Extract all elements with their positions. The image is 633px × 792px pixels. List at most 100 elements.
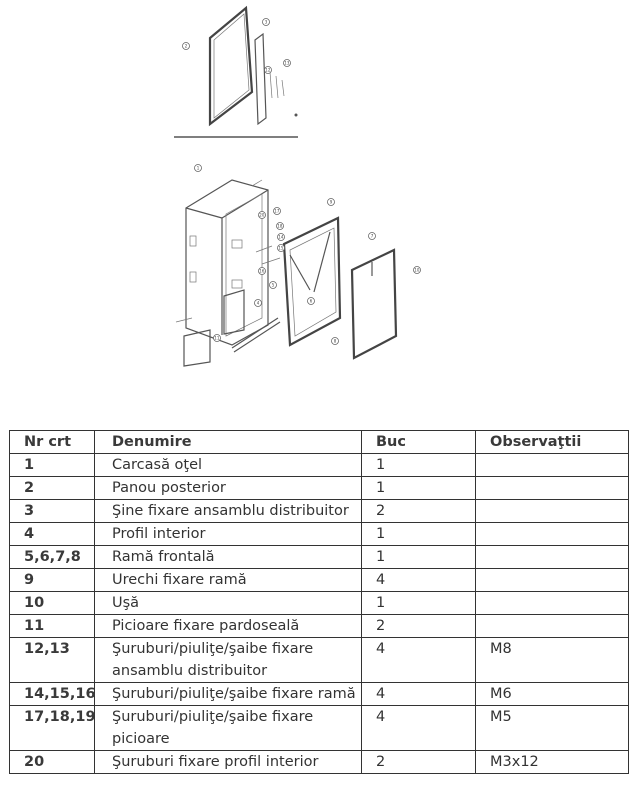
cell-buc: 1 [361,476,476,500]
callout-16: 16 [258,267,266,275]
header-observatii: Observaţtii [475,430,629,454]
svg-text:3: 3 [265,19,268,24]
callout-8: 8 [331,337,339,345]
cell-denumire: Urechi fixare ramă [94,568,362,592]
svg-text:16: 16 [259,268,265,273]
svg-text:5: 5 [272,282,275,287]
svg-text:18: 18 [277,223,283,228]
cell-observatii [475,568,629,592]
svg-text:17: 17 [274,208,280,213]
svg-text:13: 13 [284,60,290,65]
cell-buc: 1 [361,591,476,615]
exploded-view-drawings: 2 3 12 13 1 20 17 18 16 15 14 9 7 10 5 6… [174,5,421,367]
cell-observatii: M5 [475,705,629,751]
header-buc: Buc [361,430,476,454]
callout-15: 15 [277,244,285,252]
cell-nr: 5,6,7,8 [9,545,95,569]
cell-nr: 14,15,16 [9,682,96,706]
cell-buc: 4 [361,682,476,706]
cell-nr: 4 [9,522,95,546]
svg-text:14: 14 [278,234,284,239]
cell-observatii [475,545,629,569]
callout-11: 11 [213,334,221,342]
callout-20: 20 [258,211,266,219]
callout-2: 2 [182,42,190,50]
header-nr-crt: Nr crt [9,430,95,454]
cell-nr: 3 [9,499,95,523]
cell-denumire: Uşă [94,591,362,615]
cell-observatii [475,476,629,500]
bottom-drawing [175,179,398,367]
cell-nr: 2 [9,476,95,500]
cell-buc: 2 [361,499,476,523]
cell-nr: 12,13 [9,637,95,683]
cell-observatii [475,591,629,615]
cell-denumire: Şuruburi/piuliţe/şaibe fixare ansamblu d… [94,637,362,683]
top-drawing [174,5,298,138]
cell-denumire: Şine fixare ansamblu distribuitor [94,499,362,523]
cell-observatii: M8 [475,637,629,683]
svg-text:8: 8 [334,338,337,343]
cell-buc: 4 [361,705,476,751]
cell-buc: 4 [361,637,476,683]
cell-nr: 20 [9,750,95,774]
cell-nr: 11 [9,614,95,638]
cell-nr: 17,18,19 [9,705,96,751]
svg-text:11: 11 [214,335,220,340]
cell-observatii [475,614,629,638]
cell-buc: 1 [361,522,476,546]
callout-10: 10 [413,266,421,274]
callout-14: 14 [277,233,285,241]
table-header-row: Nr crt Denumire Buc Observaţtii [9,430,629,454]
callout-13: 13 [283,59,291,67]
cell-denumire: Panou posterior [94,476,362,500]
cell-denumire: Carcasă oţel [94,453,362,477]
cell-observatii [475,522,629,546]
cell-buc: 2 [361,750,476,774]
cell-buc: 1 [361,453,476,477]
callout-3: 3 [262,18,270,26]
header-denumire: Denumire [94,430,362,454]
svg-text:6: 6 [310,298,313,303]
cell-nr: 1 [9,453,95,477]
cell-observatii [475,499,629,523]
cell-denumire: Picioare fixare pardoseală [94,614,362,638]
callout-4: 4 [254,299,262,307]
svg-text:2: 2 [185,43,188,48]
cell-denumire: Şuruburi/piuliţe/şaibe fixare ramă [94,682,362,706]
cell-buc: 2 [361,614,476,638]
cell-denumire: Şuruburi fixare profil interior [94,750,362,774]
callout-5: 5 [269,281,277,289]
svg-text:4: 4 [257,300,260,305]
svg-text:1: 1 [197,165,200,170]
svg-text:20: 20 [259,212,265,217]
svg-text:9: 9 [330,199,333,204]
cell-denumire: Profil interior [94,522,362,546]
cell-observatii: M3x12 [475,750,629,774]
callout-18: 18 [276,222,284,230]
callout-6: 6 [307,297,315,305]
cell-observatii [475,453,629,477]
cell-denumire: Ramă frontală [94,545,362,569]
svg-text:15: 15 [278,245,284,250]
callout-7: 7 [368,232,376,240]
callout-9: 9 [327,198,335,206]
cell-buc: 1 [361,545,476,569]
cell-nr: 10 [9,591,95,615]
cell-observatii: M6 [475,682,629,706]
svg-text:10: 10 [414,267,420,272]
cell-buc: 4 [361,568,476,592]
cell-nr: 9 [9,568,95,592]
